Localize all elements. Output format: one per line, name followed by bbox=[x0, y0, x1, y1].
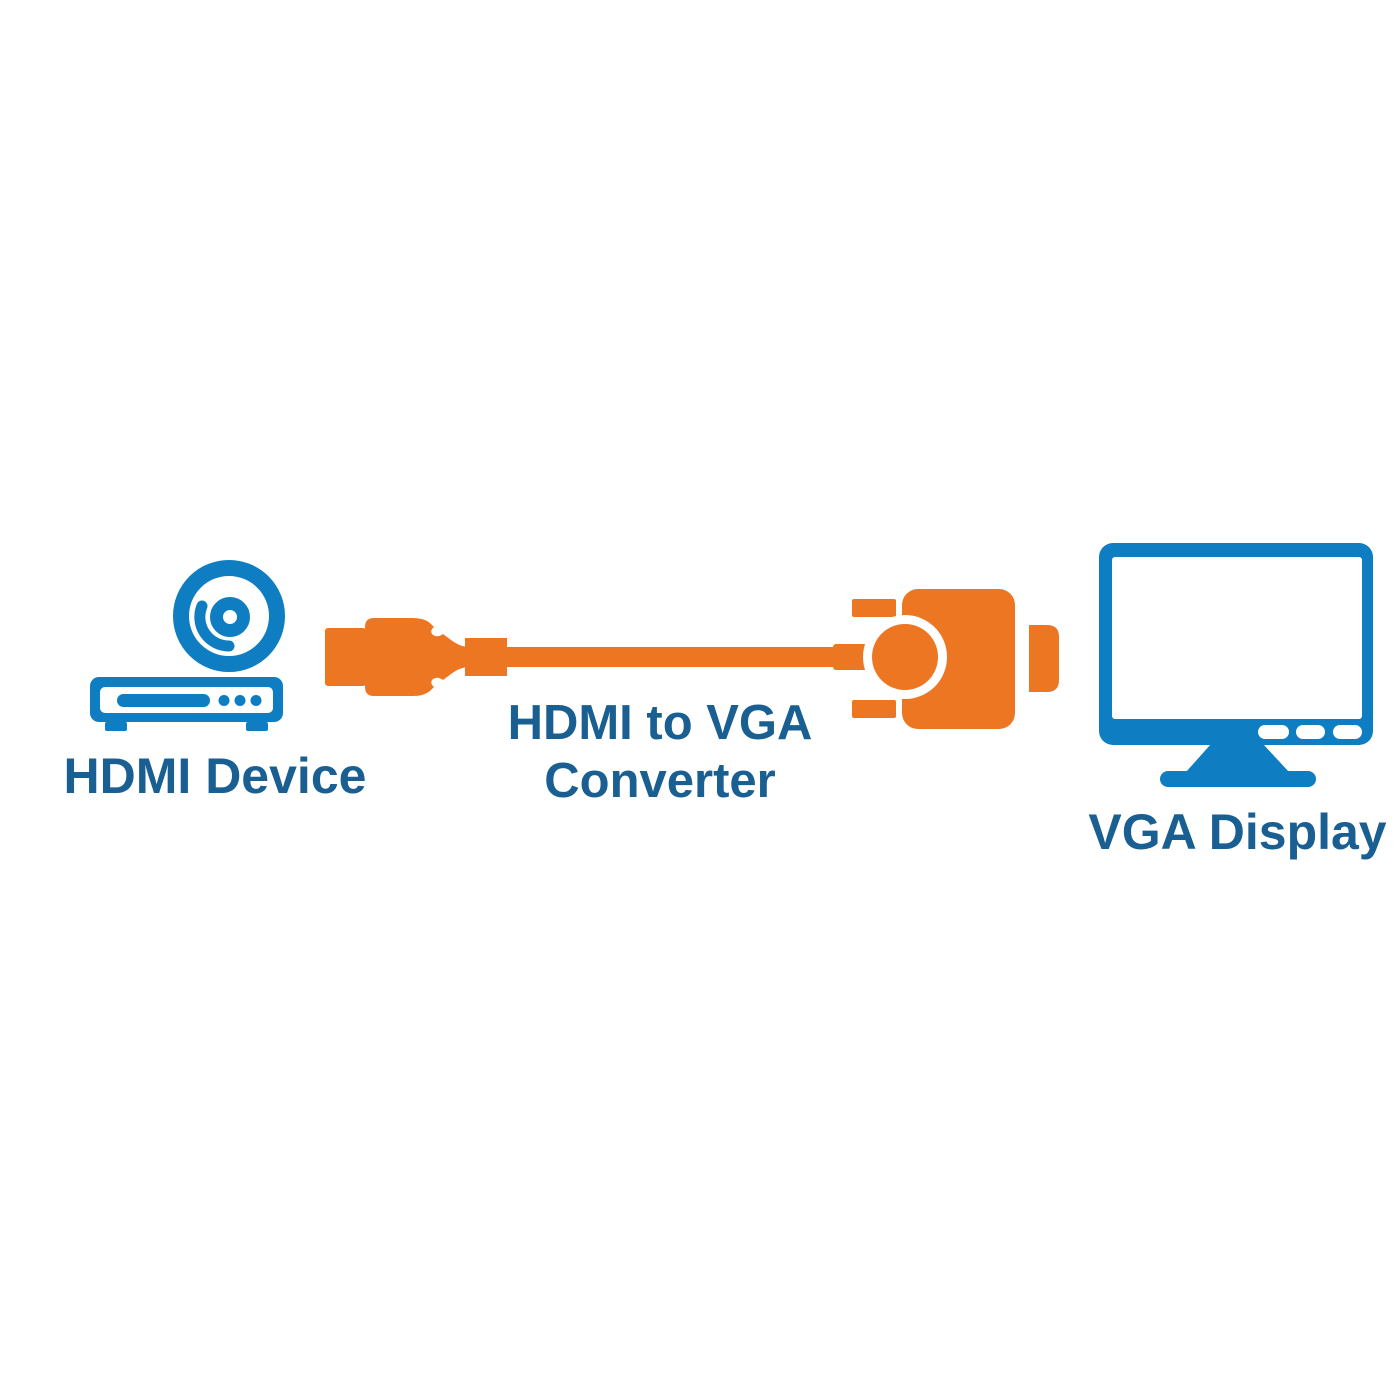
monitor-button bbox=[1296, 725, 1325, 739]
player-button-dot bbox=[250, 695, 262, 706]
vga-screw-tab-bottom bbox=[852, 700, 896, 718]
converter-label: HDMI to VGA Converter bbox=[470, 694, 850, 810]
media-player-icon bbox=[90, 677, 283, 731]
player-foot bbox=[105, 722, 127, 731]
monitor-button bbox=[1258, 725, 1289, 739]
player-disc-slot bbox=[117, 694, 210, 707]
converter-cable bbox=[505, 647, 850, 667]
player-foot bbox=[246, 722, 268, 731]
player-button-dot bbox=[234, 695, 246, 706]
monitor-stand bbox=[1186, 744, 1289, 772]
cable-strain-relief bbox=[833, 644, 871, 670]
hdmi-plug-neck bbox=[465, 638, 507, 676]
player-button-dot bbox=[218, 695, 230, 706]
monitor-screen bbox=[1112, 557, 1362, 719]
vga-plug-end bbox=[1029, 625, 1059, 692]
hdmi-connector-icon bbox=[325, 618, 850, 696]
disc-hub bbox=[210, 597, 250, 637]
adapter-collar bbox=[872, 624, 938, 690]
disc-shine-arc bbox=[194, 600, 235, 652]
hdmi-device-label: HDMI Device bbox=[63, 748, 367, 804]
disc-icon bbox=[173, 560, 285, 672]
converter-label-line2: Converter bbox=[544, 754, 776, 808]
monitor-button bbox=[1333, 725, 1362, 739]
monitor-icon bbox=[1099, 543, 1373, 787]
converter-label-line1: HDMI to VGA bbox=[507, 696, 813, 750]
vga-display-label: VGA Display bbox=[1088, 804, 1387, 860]
monitor-base bbox=[1160, 771, 1316, 787]
hdmi-device-icon bbox=[90, 560, 285, 731]
hdmi-plug-body bbox=[365, 618, 467, 696]
hdmi-plug-tip bbox=[325, 628, 366, 686]
vga-adapter-icon bbox=[833, 589, 1059, 729]
disc-outer-ring bbox=[173, 560, 285, 672]
vga-screw-tab-top bbox=[852, 599, 896, 617]
